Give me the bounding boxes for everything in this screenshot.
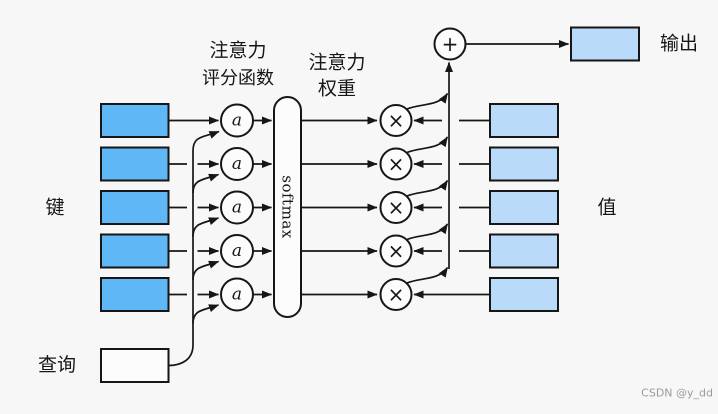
query-branch-arrow — [192, 260, 220, 281]
values-label: 值 — [597, 197, 616, 219]
softmax-pill — [273, 96, 302, 318]
value-box-5 — [489, 277, 559, 312]
scorer-symbol: a — [232, 111, 242, 131]
scorer-node-2 — [220, 147, 254, 181]
query-trunk-arrow — [168, 130, 220, 367]
key-box-4 — [100, 233, 170, 269]
scorer-symbol: a — [232, 154, 242, 174]
key-box-5 — [100, 277, 170, 312]
value-box-4 — [489, 233, 559, 269]
value-box-2 — [489, 146, 559, 182]
value-box-3 — [489, 190, 559, 225]
key-boxes — [100, 103, 170, 312]
watermark-text: CSDN @y_dd — [641, 387, 713, 400]
scorer-nodes: a a a a a — [220, 103, 254, 312]
multiply-merge-arrow — [406, 179, 449, 197]
multiply-symbol: × — [388, 196, 405, 220]
multiply-node-1 — [379, 104, 413, 137]
multiply-symbol: × — [388, 109, 405, 133]
scorer-node-4 — [220, 234, 254, 268]
multiply-symbol: × — [388, 152, 405, 176]
scoring-function-label-line2: 评分函数 — [202, 68, 274, 88]
key-box-3 — [100, 190, 170, 225]
query-box — [100, 348, 170, 383]
multiply-merge-arrow — [406, 266, 449, 284]
output-box — [570, 26, 640, 62]
multiply-node-5 — [379, 278, 413, 311]
query-branch-arrow — [192, 217, 220, 237]
sum-symbol: + — [442, 32, 459, 56]
key-box-1 — [100, 103, 170, 138]
keys-label: 键 — [45, 197, 64, 219]
value-box-1 — [489, 103, 559, 138]
key-box-2 — [100, 146, 170, 182]
scoring-function-label-line1: 注意力 — [209, 40, 266, 62]
query-branch-arrow — [192, 173, 220, 194]
query-branch-arrow — [192, 304, 220, 324]
multiply-node-4 — [379, 234, 413, 268]
value-boxes — [489, 103, 559, 312]
scorer-symbol: a — [232, 241, 242, 261]
query-label: 查询 — [38, 354, 76, 376]
scorer-node-1 — [220, 103, 254, 138]
multiply-node-3 — [379, 191, 413, 224]
softmax-label: softmax — [279, 175, 297, 238]
multiply-symbol: × — [388, 239, 405, 263]
scorer-node-3 — [220, 190, 254, 225]
sum-node — [433, 27, 467, 61]
multiply-symbol: × — [388, 283, 405, 307]
multiply-merge-arrow — [406, 92, 449, 110]
attention-weights-label-line1: 注意力 — [308, 52, 365, 74]
output-label: 输出 — [660, 33, 698, 55]
multiply-node-2 — [379, 147, 413, 181]
multiply-nodes: × × × × × — [379, 104, 413, 311]
multiply-merge-arrow — [406, 223, 449, 241]
connector-arrows — [168, 40, 570, 367]
attention-weights-label-line2: 权重 — [318, 78, 356, 100]
scorer-symbol: a — [232, 198, 242, 218]
scorer-node-5 — [220, 277, 254, 312]
multiply-merge-arrow — [406, 136, 449, 154]
scorer-symbol: a — [232, 285, 242, 305]
